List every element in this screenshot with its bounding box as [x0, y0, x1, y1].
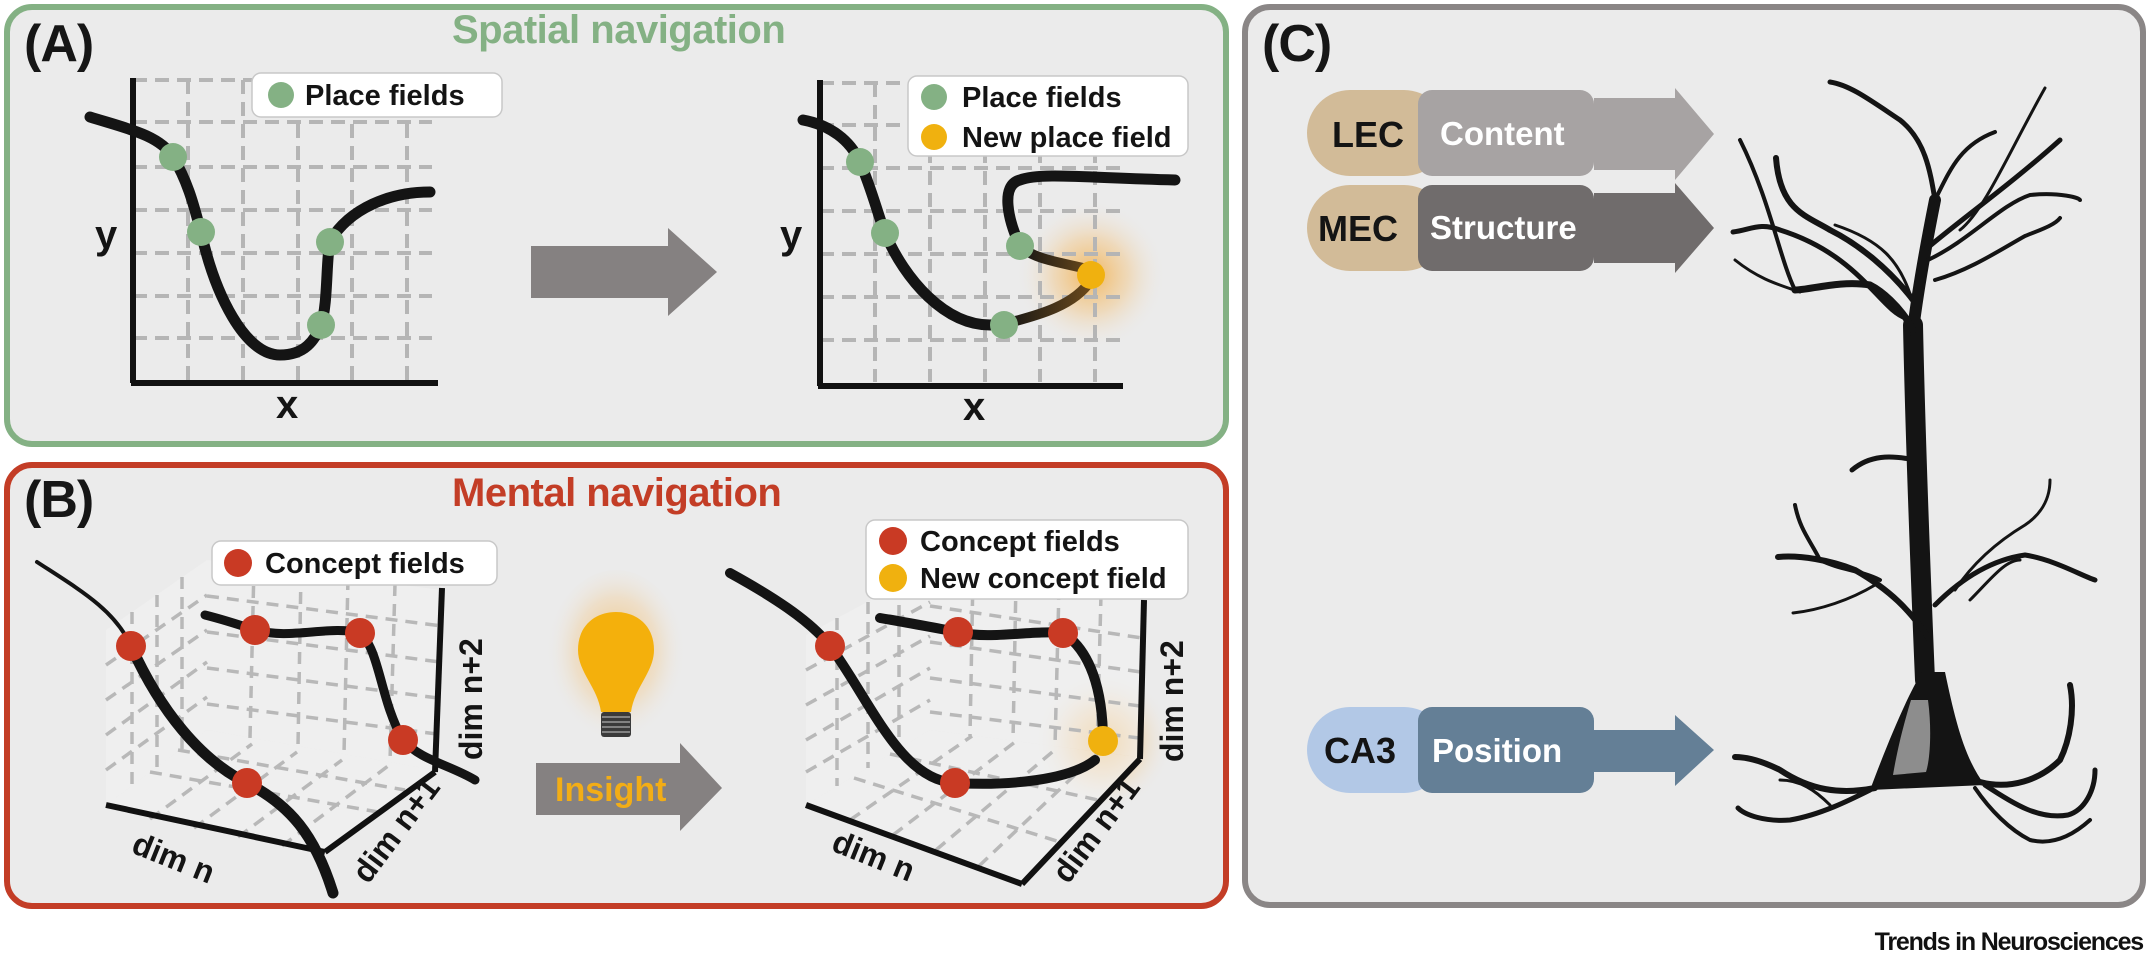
concept-field-dot — [388, 725, 418, 755]
panel-a-after-graph: y x Place fields New place field — [780, 75, 1189, 429]
panel-a-before-graph: y x Place fields — [84, 72, 503, 427]
region-label: MEC — [1318, 208, 1398, 249]
legend-new-field-swatch — [879, 564, 907, 592]
panel-b-title: Mental navigation — [452, 471, 782, 515]
concept-field-dot — [240, 615, 270, 645]
x-axis-label: x — [276, 383, 298, 427]
place-field-dot — [990, 311, 1018, 339]
concept-field-dot — [815, 631, 845, 661]
new-concept-field-dot — [1088, 726, 1118, 756]
dim-n2-label: dim n+2 — [1154, 640, 1190, 762]
y-axis-label: y — [95, 213, 118, 257]
input-lec-content: LEC Content — [1307, 88, 1714, 180]
pyramidal-neuron-icon — [1730, 79, 2098, 844]
y-axis-label: y — [780, 213, 803, 257]
concept-field-dot — [1048, 618, 1078, 648]
place-field-dot — [846, 148, 874, 176]
transition-arrow — [531, 228, 717, 316]
legend-label: Concept fields — [920, 526, 1120, 558]
legend-label: Concept fields — [265, 548, 465, 580]
region-label: CA3 — [1324, 730, 1396, 771]
insight-arrow — [536, 743, 722, 831]
new-place-field-dot — [1077, 261, 1105, 289]
trajectory-curve — [725, 568, 1100, 789]
legend-new-field-swatch — [921, 124, 947, 150]
panel-b-after-cube: dim n dim n+1 dim n+2 Concept fields New… — [725, 519, 1190, 889]
x-axis-label: x — [963, 385, 985, 429]
dim-n2-axis — [432, 587, 445, 773]
place-field-dot — [159, 143, 187, 171]
panel-a-label: (A) — [24, 15, 94, 73]
nucleus — [1893, 700, 1931, 775]
place-field-dot — [1006, 232, 1034, 260]
legend-label: Place fields — [962, 82, 1122, 114]
signal-label: Structure — [1430, 209, 1577, 246]
place-field-dot — [187, 218, 215, 246]
signal-label: Content — [1440, 115, 1565, 152]
panel-c-label: (C) — [1262, 15, 1332, 73]
panel-a-title: Spatial navigation — [452, 8, 786, 52]
grid — [805, 573, 1143, 868]
region-label: LEC — [1332, 114, 1404, 155]
legend: Concept fields New concept field — [865, 519, 1189, 600]
legend-place-field-swatch — [921, 84, 947, 110]
legend-label: Place fields — [305, 80, 465, 112]
legend-label: New concept field — [920, 563, 1167, 595]
input-mec-structure: MEC Structure — [1307, 183, 1714, 273]
concept-field-dot — [940, 768, 970, 798]
signal-label: Position — [1432, 732, 1562, 769]
legend: Concept fields — [211, 540, 498, 586]
lightbulb-icon — [546, 570, 686, 750]
insight-label: Insight — [555, 771, 666, 809]
input-ca3-position: CA3 Position — [1307, 707, 1714, 793]
legend: Place fields — [251, 72, 503, 118]
place-field-dot — [871, 219, 899, 247]
trajectory-curve — [875, 613, 1108, 746]
legend-concept-field-swatch — [224, 549, 252, 577]
dim-n-axis — [105, 802, 326, 855]
dim-n1-axis — [323, 769, 437, 855]
trajectory-curve — [1002, 170, 1181, 252]
legend-concept-field-swatch — [879, 527, 907, 555]
concept-field-dot — [232, 768, 262, 798]
legend-place-field-swatch — [268, 82, 294, 108]
dim-n2-axis — [1137, 599, 1147, 760]
dim-n-axis — [804, 802, 1024, 887]
legend-label: New place field — [962, 122, 1172, 154]
concept-field-dot — [116, 631, 146, 661]
journal-credit: Trends in Neurosciences — [1874, 928, 2145, 956]
place-field-dot — [307, 311, 335, 339]
panel-b-label: (B) — [24, 471, 94, 529]
concept-field-dot — [345, 618, 375, 648]
dim-n1-axis — [1019, 756, 1143, 887]
dim-n2-label: dim n+2 — [453, 638, 489, 760]
place-field-dot — [316, 228, 344, 256]
concept-field-dot — [943, 617, 973, 647]
legend: Place fields New place field — [907, 75, 1189, 157]
